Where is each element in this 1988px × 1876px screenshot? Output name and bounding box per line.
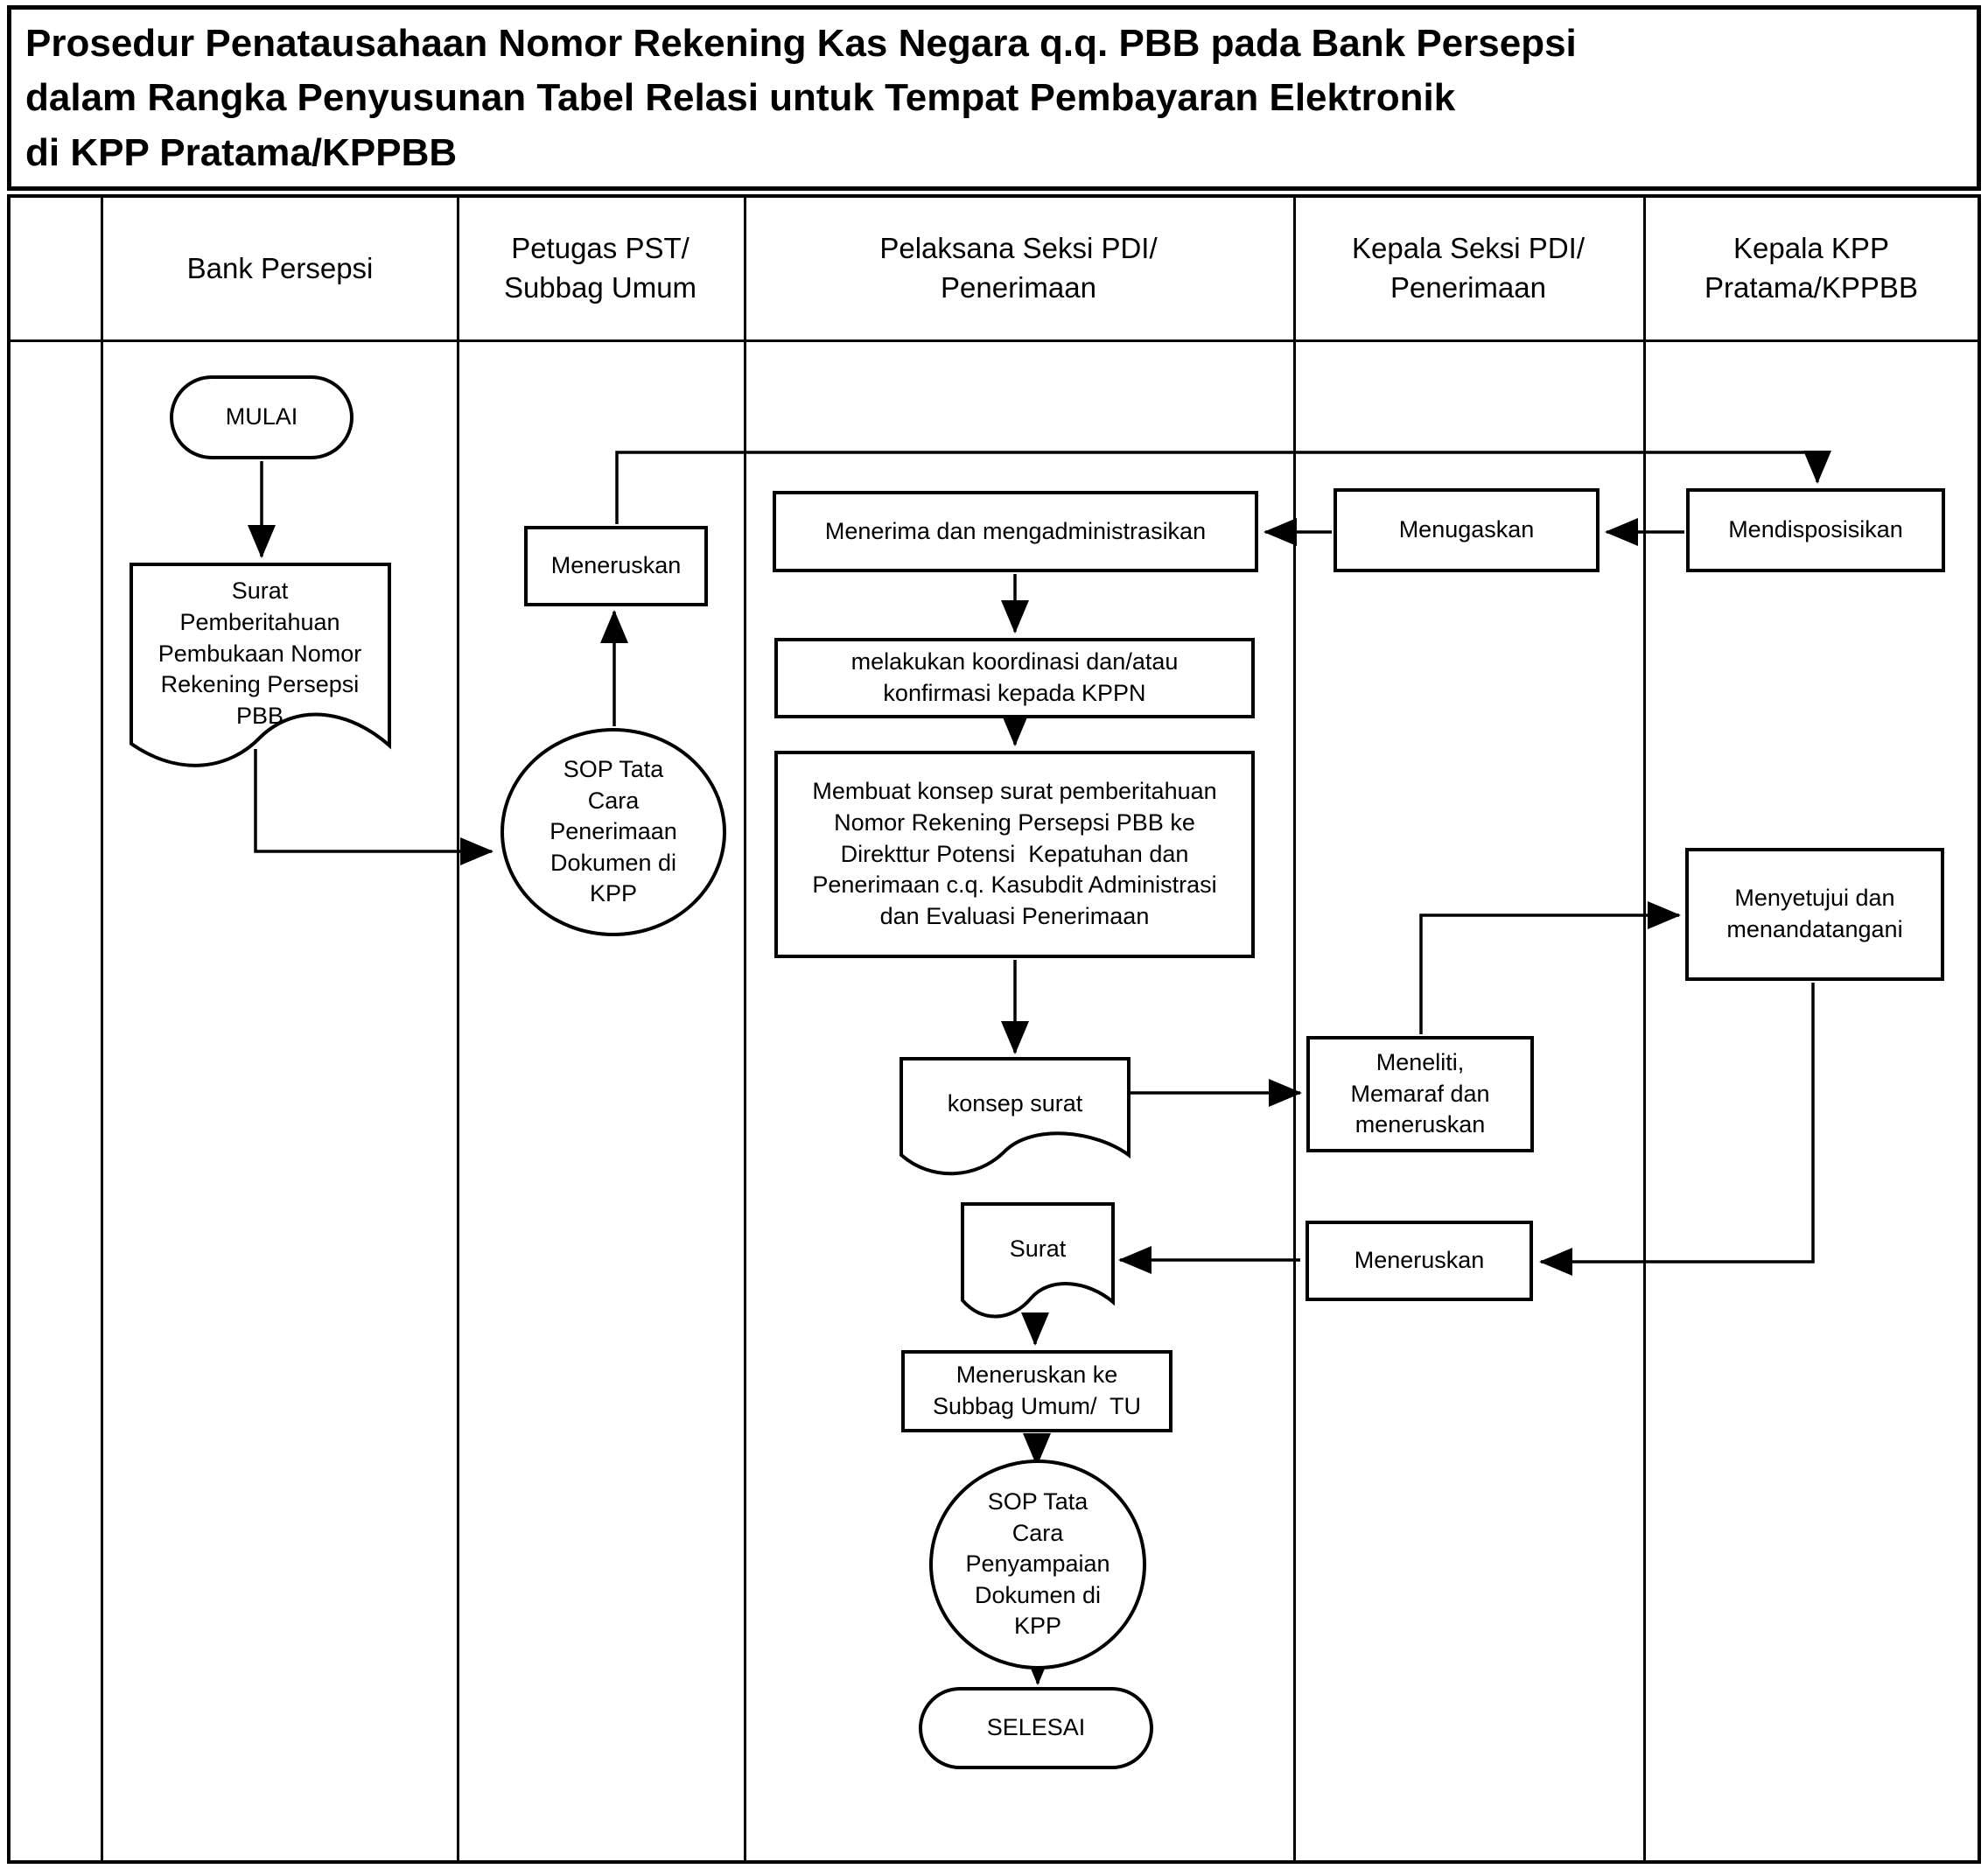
document-shape-konsep-surat bbox=[900, 1057, 1130, 1176]
process-mendisposisikan: Mendisposisikan bbox=[1686, 488, 1945, 572]
document-label-konsep-surat: konsep surat bbox=[947, 1090, 1083, 1117]
process-meneruskan-1: Meneruskan bbox=[524, 526, 708, 606]
edge-surat-pemberitahuan-to-sop-penerimaan bbox=[254, 749, 494, 865]
column-divider-2 bbox=[457, 194, 459, 1864]
edge-menyetujui-to-meneruskan2 bbox=[1539, 983, 1815, 1276]
document-label-surat: Surat bbox=[1009, 1236, 1067, 1263]
edge-meneruskan1-to-mendisposisikan bbox=[615, 451, 1831, 524]
lane-header-kepala-kpp: Kepala KPP Pratama/KPPBB bbox=[1704, 232, 1918, 304]
process-melakukan-koordinasi: melakukan koordinasi dan/atau konfirmasi… bbox=[774, 638, 1255, 718]
process-membuat-konsep-surat: Membuat konsep surat pemberitahuan Nomor… bbox=[774, 751, 1255, 958]
edge-meneliti-to-menyetujui bbox=[1419, 901, 1681, 1034]
lane-header-kepala-seksi-pdi: Kepala Seksi PDI/ Penerimaan bbox=[1352, 232, 1585, 304]
connector-sop-penyampaian: SOP Tata Cara Penyampaian Dokumen di KPP bbox=[929, 1460, 1146, 1670]
lane-header-bank-persepsi: Bank Persepsi bbox=[186, 251, 374, 284]
document-shape-surat-pemberitahuan bbox=[130, 563, 391, 767]
document-shape-surat bbox=[961, 1202, 1115, 1319]
process-meneliti-memaraf: Meneliti, Memaraf dan meneruskan bbox=[1306, 1036, 1534, 1152]
lane-header-petugas-pst: Petugas PST/ Subbag Umum bbox=[503, 232, 697, 304]
process-menyetujui-menandatangani: Menyetujui dan menandatangani bbox=[1685, 848, 1944, 981]
column-divider-1 bbox=[101, 194, 103, 1864]
column-divider-5 bbox=[1643, 194, 1646, 1864]
column-divider-4 bbox=[1293, 194, 1296, 1864]
swimlane-table bbox=[7, 194, 1981, 1864]
process-menerima-mengadministrasikan: Menerima dan mengadministrasikan bbox=[773, 491, 1258, 572]
document-label-surat-pemberitahuan: Surat Pemberitahuan Pembukaan Nomor Reke… bbox=[158, 578, 362, 729]
process-meneruskan-2: Meneruskan bbox=[1306, 1221, 1533, 1301]
process-menugaskan: Menugaskan bbox=[1334, 488, 1600, 572]
page-title: Prosedur Penatausahaan Nomor Rekening Ka… bbox=[7, 5, 1981, 191]
connector-sop-penerimaan: SOP Tata Cara Penerimaan Dokumen di KPP bbox=[500, 728, 726, 936]
terminator-selesai: SELESAI bbox=[919, 1687, 1153, 1769]
column-divider-3 bbox=[744, 194, 746, 1864]
process-meneruskan-ke-subbag-umum: Meneruskan ke Subbag Umum/ TU bbox=[901, 1350, 1172, 1432]
terminator-mulai: MULAI bbox=[170, 375, 354, 459]
lane-header-pelaksana-pdi: Pelaksana Seksi PDI/ Penerimaan bbox=[879, 232, 1158, 304]
header-divider-line bbox=[7, 340, 1981, 342]
